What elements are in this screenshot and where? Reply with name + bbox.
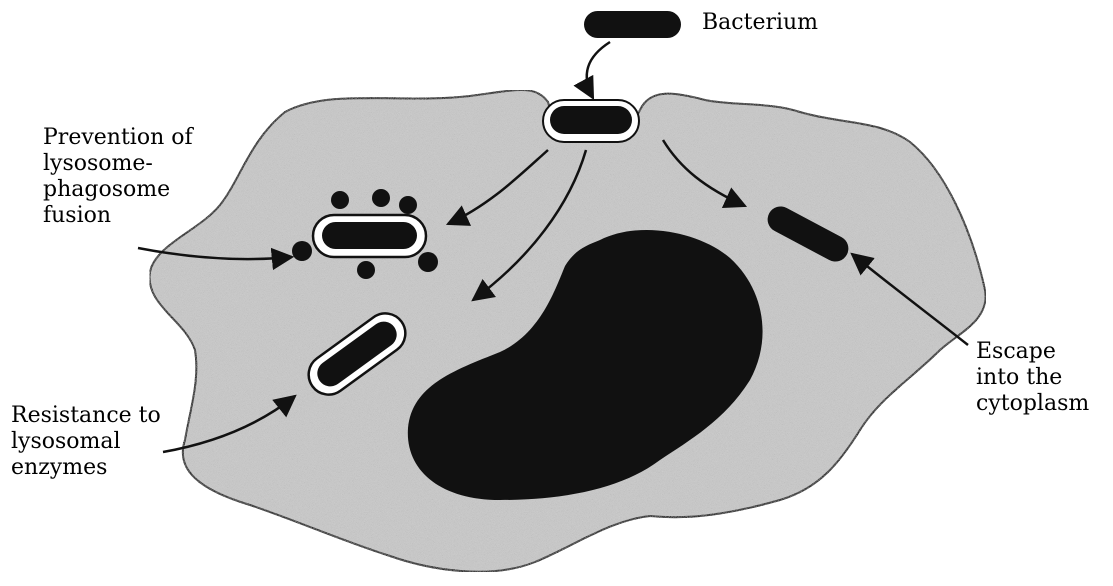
label-resistance-line: lysosomal <box>11 429 161 455</box>
lysosome-dot <box>399 196 417 214</box>
free-bacterium <box>584 11 681 38</box>
label-bacterium-line: Bacterium <box>702 10 818 36</box>
lysosome-dot <box>418 252 438 272</box>
lysosome-dot <box>292 241 312 261</box>
label-resistance-line: Resistance to <box>11 403 161 429</box>
label-escape: Escape into the cytoplasm <box>976 339 1089 417</box>
lysosome-dot <box>357 261 375 279</box>
label-resistance-line: enzymes <box>11 455 161 481</box>
label-escape-line: cytoplasm <box>976 391 1089 417</box>
label-resistance: Resistance to lysosomal enzymes <box>11 403 161 481</box>
lysosome-dot <box>372 189 390 207</box>
label-escape-line: Escape <box>976 339 1089 365</box>
arrow-entry <box>587 42 610 98</box>
label-bacterium: Bacterium <box>702 10 818 36</box>
label-prevention-line: lysosome- <box>43 151 193 177</box>
phagosome-bacterium <box>322 222 417 249</box>
label-prevention-line: Prevention of <box>43 125 193 151</box>
label-prevention-line: phagosome <box>43 177 193 203</box>
engulfed-bacterium <box>550 106 632 134</box>
lysosome-dot <box>331 191 349 209</box>
label-escape-line: into the <box>976 365 1089 391</box>
label-prevention-line: fusion <box>43 203 193 229</box>
label-prevention: Prevention of lysosome- phagosome fusion <box>43 125 193 229</box>
